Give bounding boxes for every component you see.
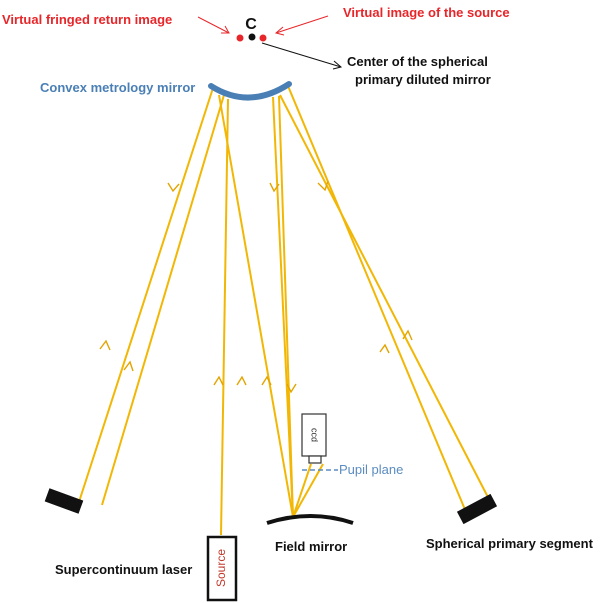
virtual-source-label: Virtual image of the source	[343, 5, 510, 20]
arrow-up-right-outer	[402, 329, 413, 341]
supercontinuum-label: Supercontinuum laser	[55, 562, 192, 577]
beam-right-inner	[279, 94, 493, 506]
beam-field-up-to-ccd-left	[292, 463, 312, 518]
arrow-center-line	[261, 42, 342, 68]
left-primary-segment	[44, 488, 84, 514]
arrow-source-line	[275, 15, 329, 34]
arrow-up-center-b	[261, 375, 272, 386]
arrow-down-left	[167, 182, 180, 193]
virtual-source-dot	[259, 34, 267, 42]
arrow-up-source	[213, 375, 224, 386]
field-mirror	[266, 514, 354, 525]
spherical-segment-label: Spherical primary segment	[426, 536, 594, 551]
source-label: Source	[214, 549, 228, 587]
source-box	[206, 535, 238, 602]
arrow-up-left-outer	[99, 339, 111, 351]
beam-field-to-mirror	[272, 96, 294, 518]
arrow-up-left-inner	[123, 360, 134, 372]
ccd-lens	[308, 455, 322, 464]
center-dot	[248, 33, 256, 41]
ccd-label: ccd	[310, 428, 320, 442]
center-label-line1: Center of the spherical	[347, 54, 488, 69]
arrow-down-right	[317, 180, 329, 192]
pointer-arrows	[197, 15, 343, 70]
beam-left-inner	[101, 94, 225, 506]
center-points	[236, 33, 267, 42]
pupil-plane-label: Pupil plane	[339, 462, 403, 477]
center-c-label: C	[245, 16, 257, 33]
beam-source-up	[220, 98, 229, 536]
virtual-fringed-label: Virtual fringed return image	[2, 12, 172, 27]
arrow-up-right-inner	[379, 343, 390, 354]
beam-mirror-to-field-b	[278, 95, 294, 518]
arrow-fringed-head	[221, 25, 230, 34]
beam-right-outer	[287, 85, 467, 513]
arrow-center-head	[332, 60, 343, 70]
light-beams	[77, 85, 493, 536]
beam-arrows	[99, 180, 413, 394]
center-label-line2: primary diluted mirror	[355, 72, 491, 87]
arrow-down-center	[286, 383, 297, 394]
beam-field-up-to-ccd-right	[292, 463, 324, 518]
arrow-up-center-a	[236, 375, 247, 386]
ccd-camera: ccd	[301, 413, 327, 464]
beam-mirror-to-field-a	[218, 94, 294, 518]
beam-left-outer	[77, 87, 214, 506]
convex-metrology-mirror	[208, 81, 292, 101]
arrow-down-mid	[269, 182, 280, 193]
ccd-body	[301, 413, 327, 457]
virtual-fringed-dot	[236, 34, 244, 42]
spherical-primary-segment	[456, 493, 498, 525]
convex-mirror-label: Convex metrology mirror	[40, 80, 195, 95]
arrow-source-head	[274, 26, 285, 36]
field-mirror-label: Field mirror	[275, 539, 347, 554]
arrow-fringed-line	[197, 16, 230, 34]
